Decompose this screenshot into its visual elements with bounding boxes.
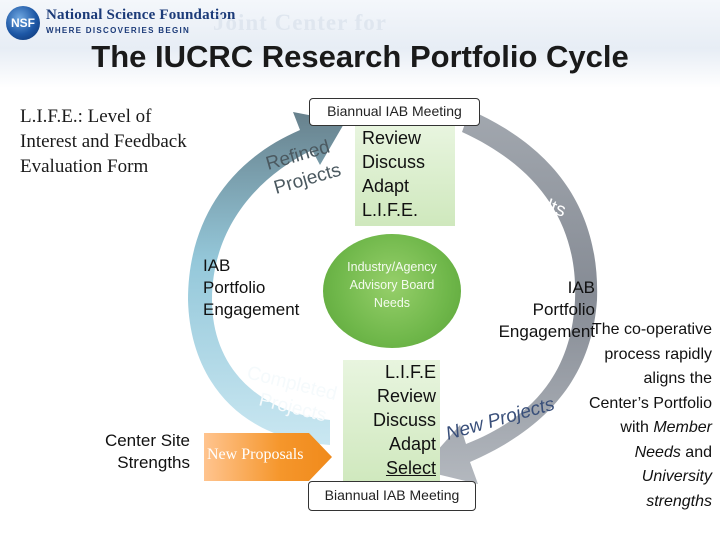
top-meeting-label: Biannual IAB Meeting (309, 98, 480, 126)
note-member-needs: Member Needs (634, 419, 712, 461)
left-cycle-arrow (188, 112, 345, 445)
header-watermark: Joint Center for (213, 10, 387, 35)
bottom-stack-line: L.I.F.E (384, 362, 436, 382)
left-engagement-line: IAB (203, 256, 231, 275)
note-university-strengths: University strengths (641, 468, 712, 510)
nsf-logo: NSF National Science Foundation WHERE DI… (6, 4, 235, 42)
page-title: The IUCRC Research Portfolio Cycle (91, 39, 629, 74)
right-engagement-line: Engagement (498, 322, 595, 341)
cooperative-process-note: The co-operative process rapidly aligns … (582, 318, 712, 514)
right-engagement-line: IAB (567, 278, 595, 297)
bottom-stack-line: Discuss (372, 410, 436, 430)
right-cycle-arrow (420, 110, 598, 484)
left-engagement-line: Portfolio (203, 278, 266, 297)
note-and: and (685, 443, 712, 461)
new-proposals-arrow (204, 433, 332, 481)
top-stack-line: Review (362, 128, 422, 148)
left-engagement-line: Engagement (203, 300, 300, 319)
center-strengths-line: Center Site (104, 431, 190, 450)
advisory-board-hub (323, 234, 461, 348)
right-engagement-label: IAB Portfolio Engagement (470, 277, 595, 343)
hub-label: Industry/Agency Advisory Board Needs (347, 260, 437, 310)
nsf-seal-icon: NSF (6, 6, 40, 40)
bottom-stack-line: Adapt (388, 434, 436, 454)
logo-name: National Science Foundation (46, 7, 236, 23)
top-activity-box: Review Discuss Adapt L.I.F.E. (355, 126, 455, 226)
top-stack-line: Discuss (362, 152, 426, 172)
center-strengths-label: Center Site Strengths (80, 430, 190, 474)
bottom-stack-line: Review (376, 386, 436, 406)
bottom-stack-line: Select (385, 458, 436, 478)
lfe-definition: L.I.F.E.: Level of Interest and Feedback… (20, 106, 187, 177)
logo-tagline: WHERE DISCOVERIES BEGIN (46, 26, 191, 35)
left-engagement-label: IAB Portfolio Engagement (203, 255, 299, 321)
top-stack-line: L.I.F.E. (362, 200, 419, 220)
note-intro: The co-operative process rapidly aligns … (588, 321, 712, 436)
bottom-meeting-label: Biannual IAB Meeting (308, 481, 476, 511)
bottom-activity-box: L.I.F.E Review Discuss Adapt Select (343, 360, 440, 485)
center-strengths-line: Strengths (117, 453, 190, 472)
top-stack-line: Adapt (362, 176, 410, 196)
right-engagement-line: Portfolio (532, 300, 595, 319)
new-proposals-label: New Proposals (207, 446, 304, 463)
header-band (0, 0, 720, 88)
